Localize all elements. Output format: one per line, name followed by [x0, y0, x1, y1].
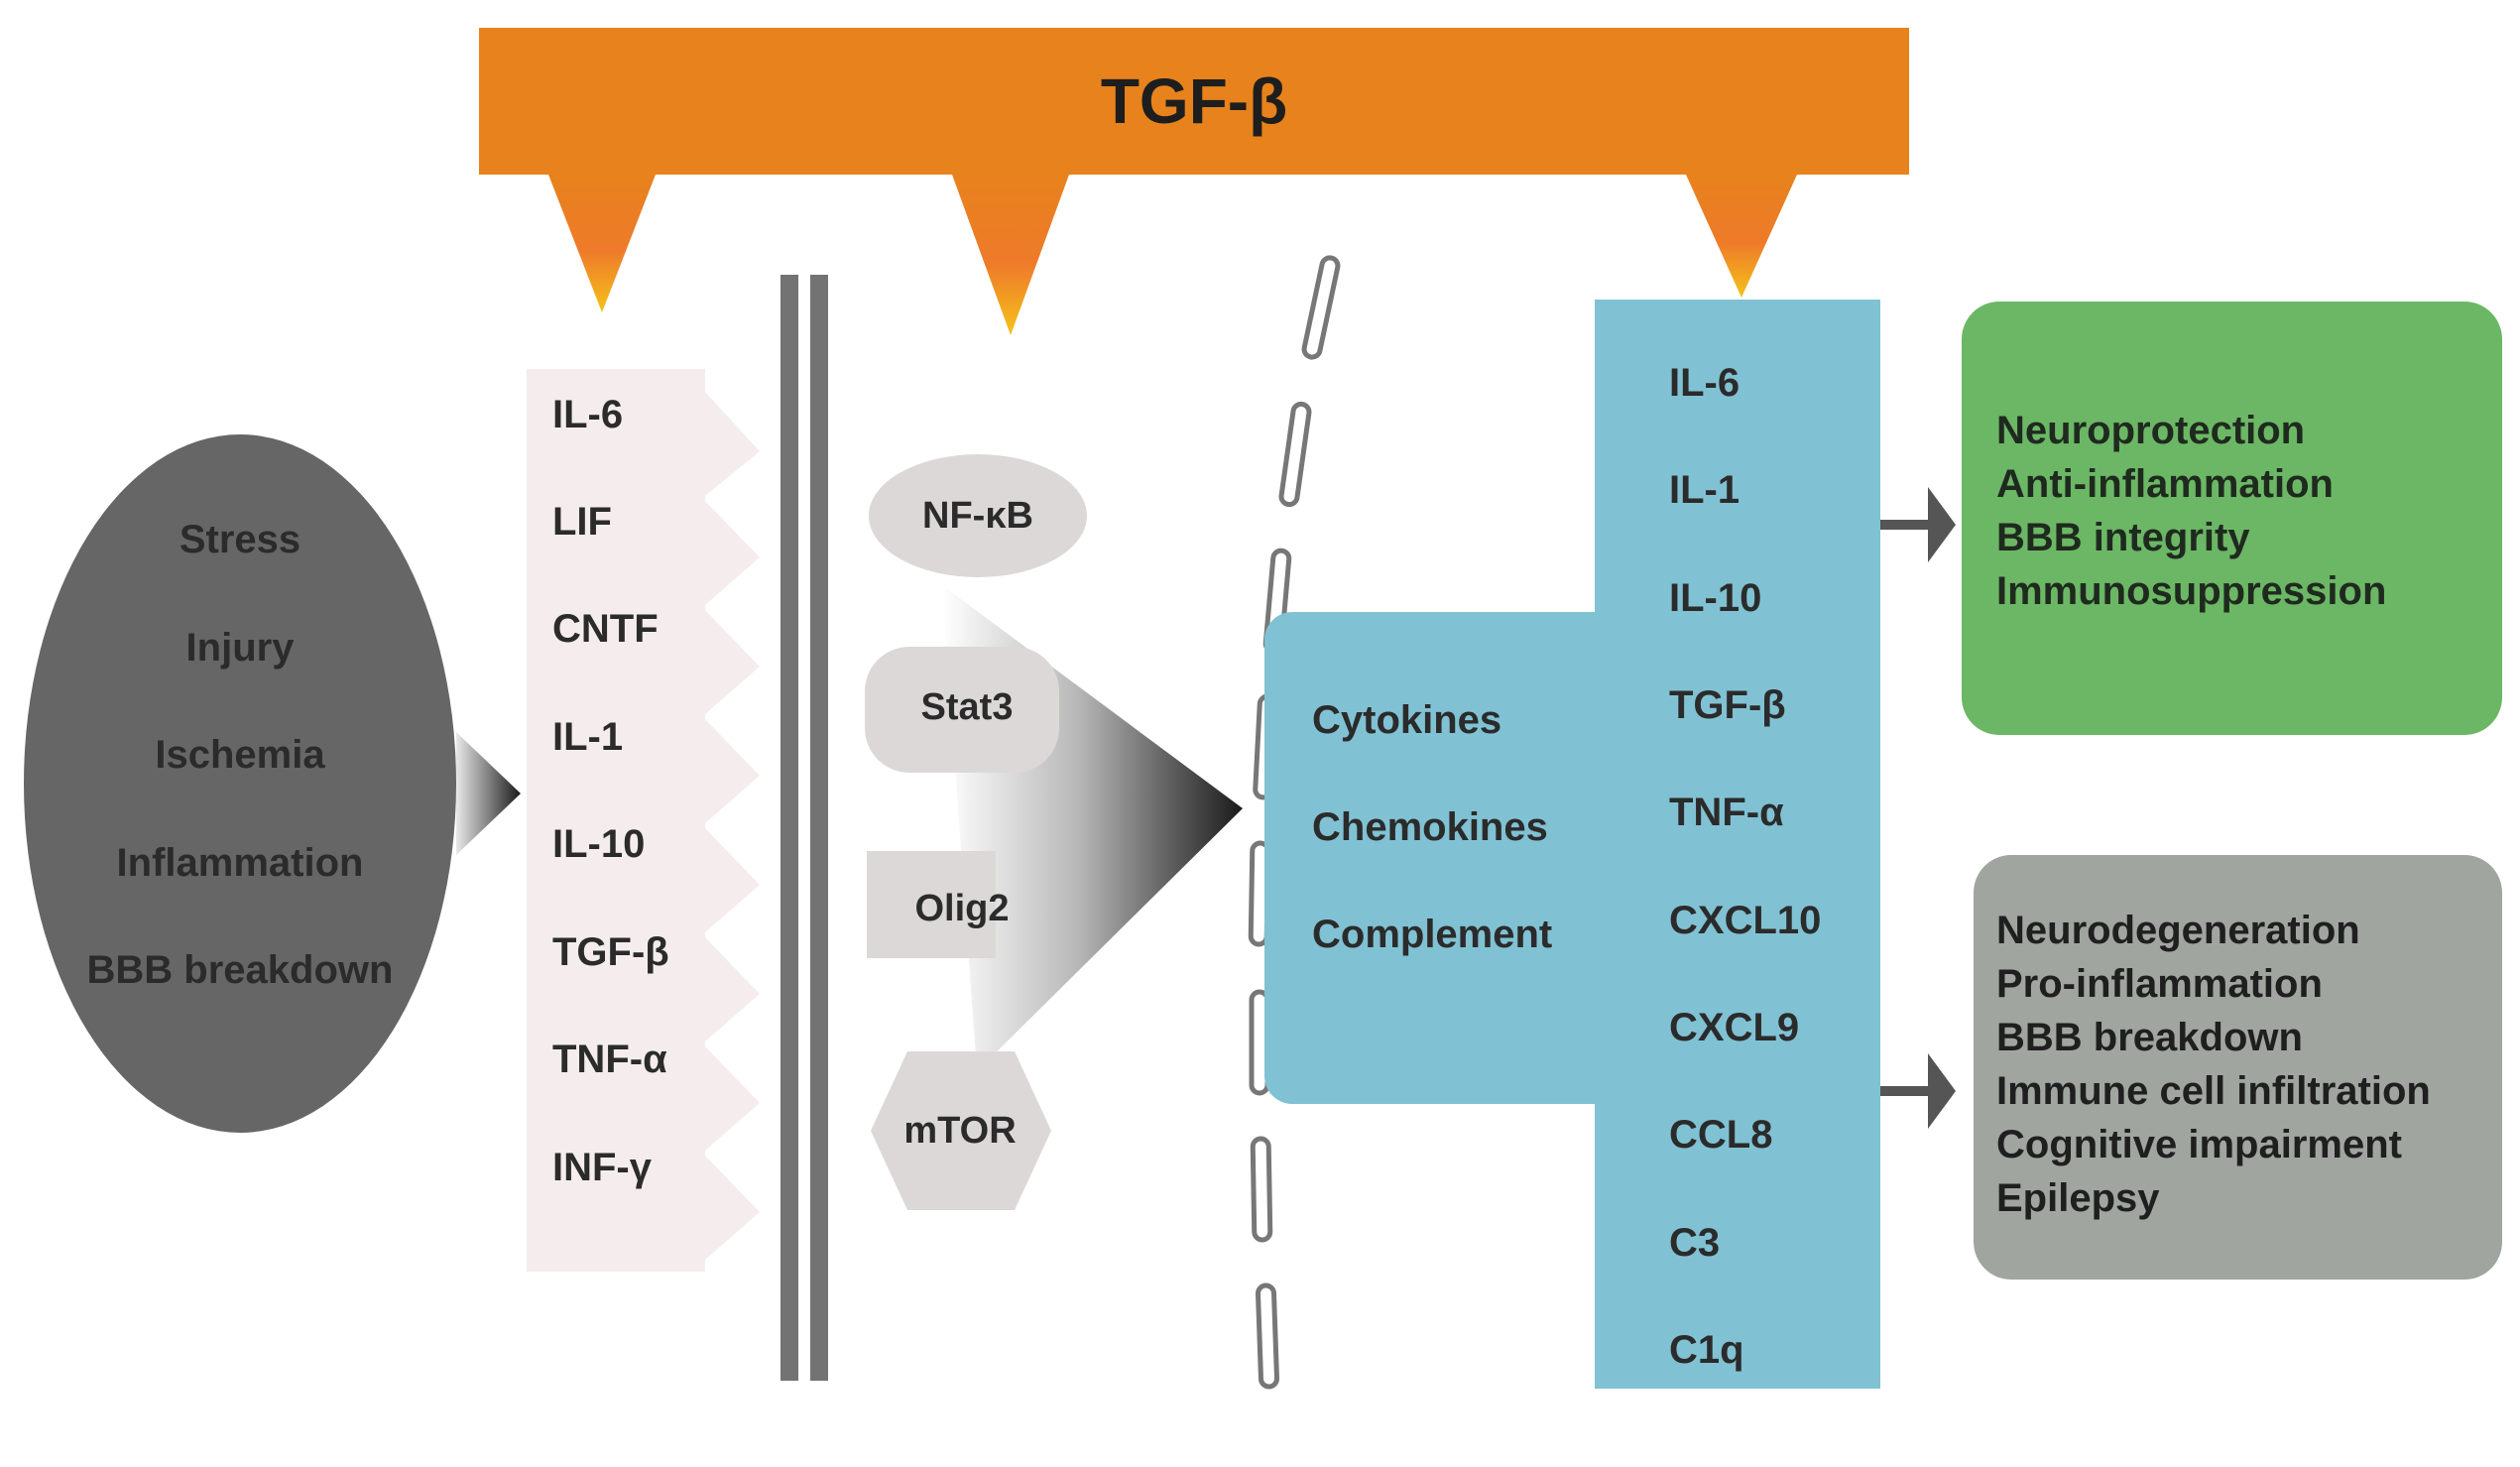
mediator-label: TNF-α	[1669, 791, 1784, 834]
mediator-label: IL-10	[1669, 576, 1762, 620]
trigger-label: Ischemia	[155, 733, 325, 777]
beneficial-outcome-label: Immunosuppression	[1996, 569, 2387, 613]
detrimental-outcome-box	[1974, 855, 2502, 1280]
membrane-line-inner	[810, 275, 828, 1381]
beneficial-outcome-box	[1962, 302, 2502, 735]
detrimental-outcome-label: Cognitive impairment	[1996, 1123, 2402, 1166]
cytokine-panel	[527, 369, 760, 1272]
mediator-label: IL-1	[1669, 468, 1740, 512]
trigger-label: Inflammation	[116, 841, 364, 885]
cytokine-label: TGF-β	[552, 930, 669, 974]
mediator-label: C3	[1669, 1221, 1721, 1265]
detrimental-outcome-label: Pro-inflammation	[1996, 962, 2323, 1006]
mediator-label: TGF-β	[1669, 683, 1786, 727]
beneficial-outcome-label: Neuroprotection	[1996, 409, 2306, 452]
detrimental-outcome-label: Immune cell infiltration	[1996, 1069, 2431, 1113]
detrimental-outcome-label: Neurodegeneration	[1996, 909, 2360, 952]
outcome-arrow-beneficial	[1880, 487, 1956, 562]
beneficial-outcome-label: BBB integrity	[1996, 516, 2250, 559]
category-label: Chemokines	[1312, 805, 1548, 849]
banner-pointer-mediators	[1686, 175, 1797, 298]
banner-pointer-cytokines	[548, 175, 656, 312]
cytokine-label: INF-γ	[552, 1146, 652, 1189]
cytokine-label: IL-10	[552, 822, 646, 866]
dashed-membrane	[1248, 255, 1341, 1390]
outcome-arrow-detrimental	[1880, 1053, 1956, 1129]
mtor-hexagon	[871, 1051, 1051, 1210]
cytokine-label: LIF	[552, 500, 612, 544]
cytokine-label: IL-6	[552, 393, 624, 436]
nfkb-ellipse	[869, 454, 1087, 577]
membrane-line-outer	[780, 275, 798, 1381]
olig2-box	[867, 851, 996, 958]
trigger-label: Injury	[185, 626, 295, 670]
cytokine-label: CNTF	[552, 607, 659, 651]
detrimental-outcome-label: BBB breakdown	[1996, 1016, 2303, 1059]
tgf-beta-banner	[479, 28, 1909, 335]
pathway-label-olig2: Olig2	[914, 888, 1010, 929]
pathway-label-mtor: mTOR	[903, 1110, 1017, 1152]
tgf-beta-title: TGF-β	[1100, 65, 1288, 137]
mediator-label: CXCL10	[1669, 899, 1822, 942]
trigger-funnel-arrow	[456, 732, 521, 855]
trigger-label: BBB breakdown	[86, 948, 394, 992]
mediator-label: C1q	[1669, 1328, 1744, 1372]
cytokine-label: TNF-α	[552, 1038, 667, 1081]
banner-pointer-pathways	[952, 175, 1069, 335]
mediator-label: CXCL9	[1669, 1006, 1800, 1049]
mediator-label: IL-6	[1669, 361, 1740, 405]
pathway-label-stat3: Stat3	[920, 686, 1014, 728]
detrimental-outcome-label: Epilepsy	[1996, 1176, 2160, 1220]
category-label: Complement	[1312, 913, 1553, 956]
mediator-panel	[1264, 300, 1880, 1389]
stat3-rounded-box	[865, 647, 1059, 773]
pathway-label-nfkb: NF-κB	[922, 495, 1033, 537]
trigger-label: Stress	[179, 518, 301, 561]
beneficial-outcome-label: Anti-inflammation	[1996, 462, 2334, 506]
mediator-label: CCL8	[1669, 1113, 1773, 1157]
category-label: Cytokines	[1312, 698, 1502, 742]
cytokine-label: IL-1	[552, 715, 624, 759]
trigger-ellipse	[24, 434, 456, 1133]
